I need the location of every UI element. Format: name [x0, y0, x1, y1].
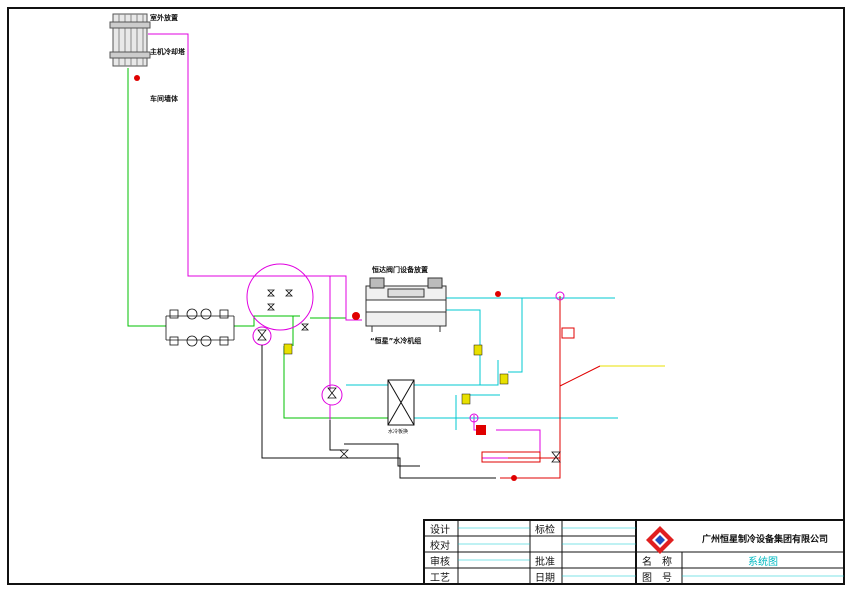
tb-standard-check-label: 标检	[535, 525, 555, 536]
heat-exchanger-icon	[387, 379, 415, 426]
magenta-pipe	[148, 33, 541, 459]
tb-drawing-name: 系统图	[748, 557, 778, 568]
company-logo	[646, 526, 674, 554]
tb-date-label: 日期	[535, 573, 555, 584]
tb-review-label: 审核	[430, 557, 450, 568]
title-block-fill-lines	[458, 527, 844, 577]
tb-check-label: 校对	[430, 541, 450, 552]
chiller-unit-label: “恒星”水冷机组	[370, 337, 422, 345]
cooling-tower-label: 主机冷却塔	[150, 48, 185, 56]
cooling-tower-icon	[109, 13, 151, 67]
black-pipe	[261, 345, 496, 479]
tb-drawing-no-label: 图 号	[642, 573, 672, 584]
green-pipe	[127, 68, 388, 419]
cyan-pipe	[346, 297, 618, 430]
tb-company-name: 广州恒星制冷设备集团有限公司	[702, 535, 829, 545]
chiller-unit-icon	[365, 277, 447, 332]
instrument-markers	[283, 291, 575, 481]
outdoor-unit-label: 室外放置	[150, 14, 178, 22]
tower-pump-icon	[134, 75, 140, 81]
pump-station-icon	[165, 308, 235, 347]
valve-station-label: 恒达阀门设备放置	[372, 266, 428, 274]
red-pipe	[481, 296, 601, 479]
workshop-wall-label: 车间墙体	[150, 95, 178, 103]
tb-approve-label: 批准	[535, 557, 555, 568]
title-block	[423, 519, 845, 585]
tb-process-label: 工艺	[430, 573, 450, 584]
valve-icons	[257, 289, 561, 463]
tb-design-label: 设计	[430, 525, 450, 536]
tb-name-label: 名 称	[642, 557, 672, 568]
heat-exchanger-label: 水冷板换	[388, 429, 409, 435]
